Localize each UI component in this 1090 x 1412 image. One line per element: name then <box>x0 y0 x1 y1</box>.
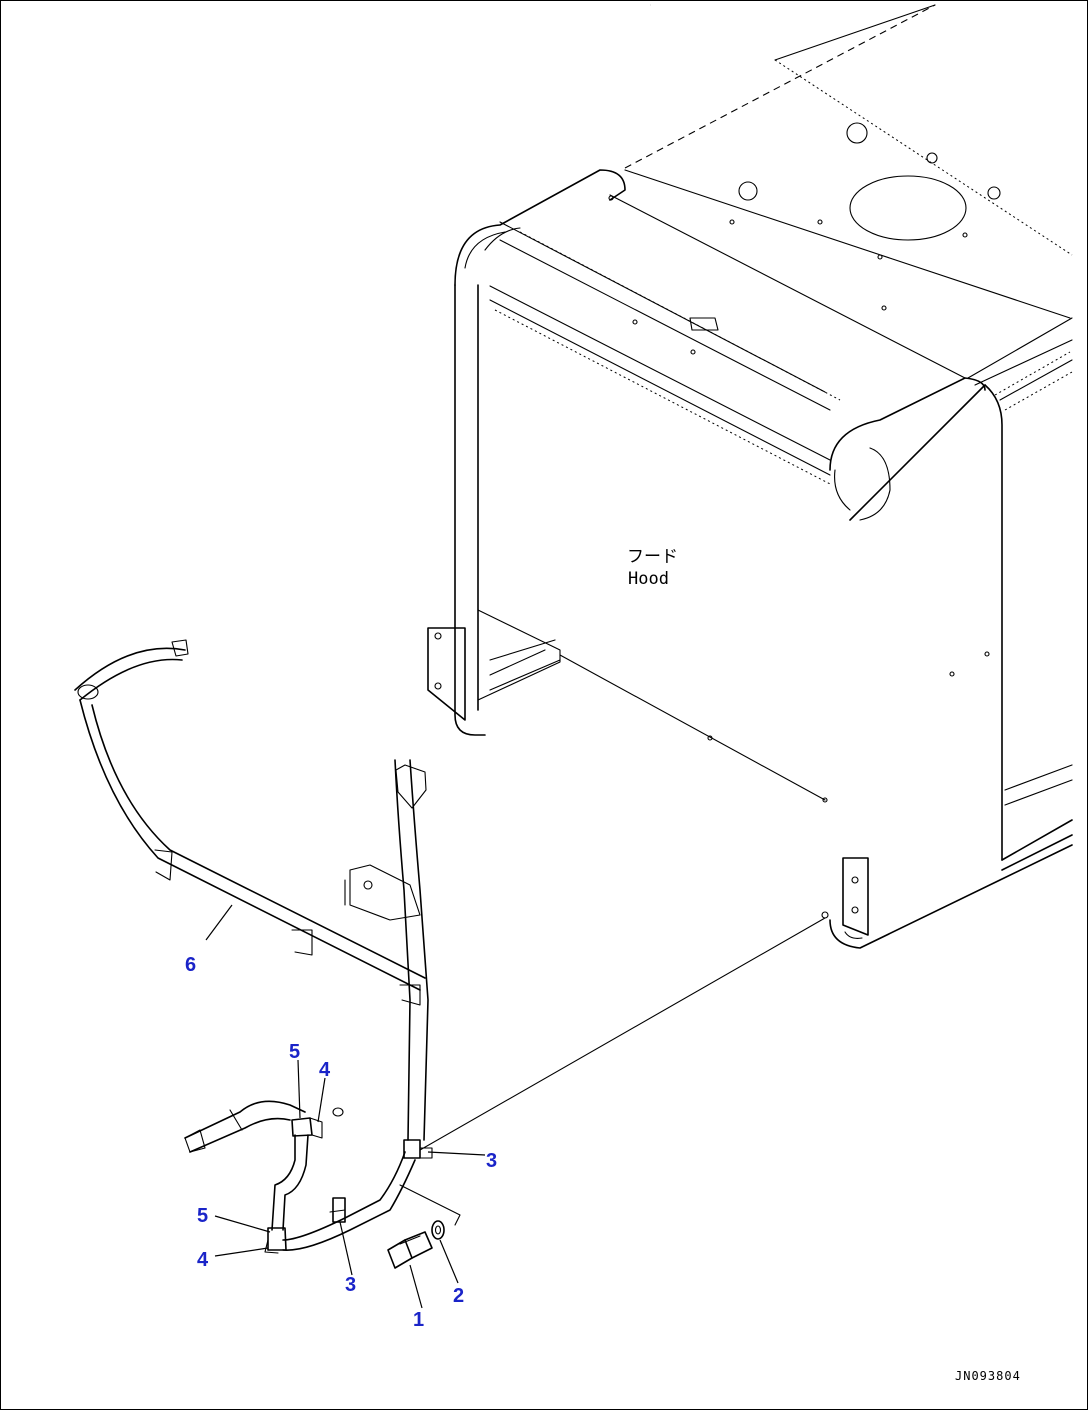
hood-label-english: Hood <box>628 569 669 589</box>
callout-numbers: 1 2 3 3 4 4 5 5 6 <box>185 954 497 1331</box>
callout-5-upper: 5 <box>289 1041 300 1063</box>
hood-label: フード Hood <box>627 547 678 589</box>
wiring-harness-6 <box>74 639 429 1141</box>
hood-top-plate <box>608 4 1073 677</box>
hood-outline <box>419 4 1073 1151</box>
callout-4-lower: 4 <box>197 1249 209 1271</box>
callout-6: 6 <box>185 954 196 976</box>
bolt-1 <box>387 1231 433 1269</box>
lower-harness <box>184 1100 461 1254</box>
callout-3-right: 3 <box>486 1150 497 1172</box>
drawing-id: JN093804 <box>955 1369 1021 1383</box>
leader-lines <box>205 904 486 1309</box>
callout-3-center: 3 <box>345 1274 356 1296</box>
callout-1: 1 <box>413 1309 424 1331</box>
washer-2 <box>431 1220 445 1240</box>
callout-4-upper: 4 <box>319 1059 331 1081</box>
callout-2: 2 <box>453 1285 464 1307</box>
callout-5-lower: 5 <box>197 1205 208 1227</box>
hood-label-japanese: フード <box>627 547 678 567</box>
